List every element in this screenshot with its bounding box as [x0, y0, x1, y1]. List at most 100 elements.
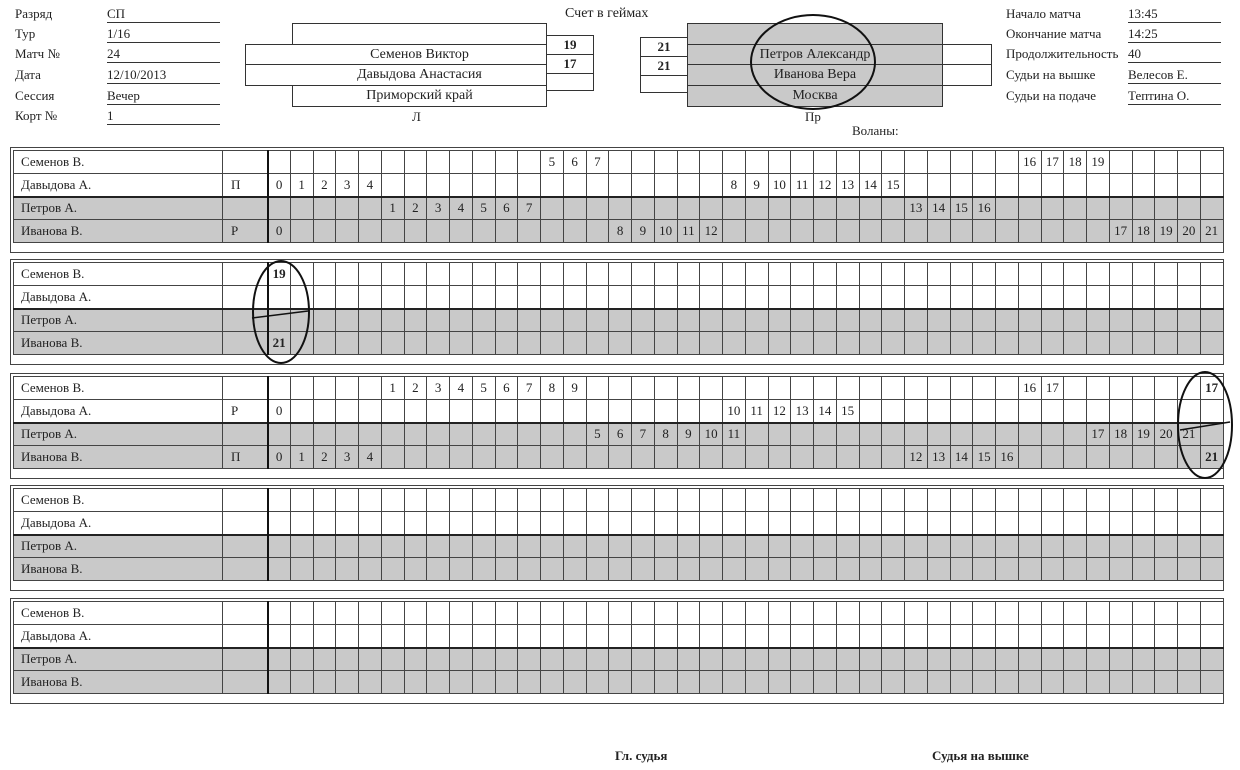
score-cell[interactable] — [1063, 399, 1087, 423]
score-cell[interactable] — [562, 285, 587, 309]
score-cell[interactable]: 2 — [312, 173, 337, 197]
score-cell[interactable] — [585, 624, 610, 648]
score-cell[interactable] — [699, 601, 723, 625]
score-cell[interactable] — [972, 376, 996, 400]
score-cell[interactable] — [653, 376, 678, 400]
score-cell[interactable] — [699, 150, 723, 174]
score-cell[interactable] — [1131, 488, 1156, 512]
score-cell[interactable] — [835, 376, 860, 400]
score-cell[interactable] — [312, 533, 337, 558]
score-cell[interactable] — [1040, 601, 1065, 625]
score-cell[interactable] — [790, 307, 814, 332]
score-cell[interactable] — [744, 219, 769, 243]
score-cell[interactable] — [289, 399, 314, 423]
score-cell[interactable] — [608, 445, 632, 469]
score-cell[interactable] — [380, 285, 405, 309]
score-cell[interactable] — [1131, 262, 1156, 286]
score-cell[interactable] — [881, 399, 905, 423]
score-cell[interactable] — [494, 624, 519, 648]
score-cell[interactable] — [426, 511, 450, 535]
score-cell[interactable] — [631, 331, 655, 355]
score-cell[interactable] — [881, 421, 905, 446]
score-cell[interactable] — [1086, 173, 1110, 197]
score-cell[interactable] — [449, 557, 473, 581]
score-cell[interactable]: 15 — [835, 399, 860, 423]
score-cell[interactable] — [1154, 646, 1178, 671]
score-cell[interactable] — [608, 262, 632, 286]
score-cell[interactable] — [1063, 195, 1087, 220]
score-cell[interactable] — [312, 511, 337, 535]
score-cell[interactable] — [471, 285, 496, 309]
score-cell[interactable] — [1177, 150, 1201, 174]
score-cell[interactable] — [312, 399, 337, 423]
score-cell[interactable] — [289, 670, 314, 694]
score-cell[interactable]: 4 — [449, 376, 473, 400]
score-cell[interactable] — [904, 150, 928, 174]
score-cell[interactable] — [426, 173, 450, 197]
score-cell[interactable]: 16 — [972, 195, 996, 220]
score-cell[interactable] — [676, 624, 701, 648]
score-cell[interactable] — [358, 331, 382, 355]
score-cell[interactable] — [767, 376, 792, 400]
score-cell[interactable] — [1131, 624, 1156, 648]
score-cell[interactable] — [835, 488, 860, 512]
score-cell[interactable] — [995, 399, 1019, 423]
score-cell[interactable]: 0 — [266, 445, 291, 469]
score-cell[interactable]: 4 — [358, 173, 382, 197]
score-cell[interactable] — [631, 646, 655, 671]
score-cell[interactable] — [676, 533, 701, 558]
score-cell[interactable] — [1108, 557, 1133, 581]
score-cell[interactable] — [972, 511, 996, 535]
score-cell[interactable] — [1063, 511, 1087, 535]
score-cell[interactable] — [1108, 511, 1133, 535]
score-cell[interactable] — [471, 262, 496, 286]
score-cell[interactable] — [608, 624, 632, 648]
score-cell[interactable] — [380, 533, 405, 558]
score-cell[interactable] — [1177, 557, 1201, 581]
score-cell[interactable] — [517, 331, 541, 355]
score-cell[interactable] — [995, 262, 1019, 286]
score-cell[interactable] — [517, 488, 541, 512]
score-cell[interactable] — [790, 376, 814, 400]
score-cell[interactable] — [767, 331, 792, 355]
score-cell[interactable] — [858, 195, 883, 220]
score-cell[interactable] — [471, 624, 496, 648]
score-cell[interactable] — [676, 488, 701, 512]
score-cell[interactable] — [517, 421, 541, 446]
score-cell[interactable] — [517, 624, 541, 648]
score-cell[interactable] — [585, 399, 610, 423]
score-cell[interactable] — [767, 285, 792, 309]
score-cell[interactable] — [1040, 624, 1065, 648]
score-cell[interactable] — [358, 195, 382, 220]
score-cell[interactable] — [790, 670, 814, 694]
score-cell[interactable]: 14 — [813, 399, 837, 423]
score-cell[interactable] — [1199, 511, 1224, 535]
score-cell[interactable]: 7 — [517, 195, 541, 220]
score-cell[interactable] — [744, 421, 769, 446]
score-cell[interactable] — [562, 331, 587, 355]
score-cell[interactable] — [722, 511, 746, 535]
score-cell[interactable] — [1040, 195, 1065, 220]
score-cell[interactable] — [266, 557, 291, 581]
score-cell[interactable] — [562, 399, 587, 423]
score-cell[interactable] — [1199, 331, 1224, 355]
score-cell[interactable] — [631, 262, 655, 286]
score-cell[interactable] — [266, 670, 291, 694]
score-cell[interactable]: 17 — [1040, 150, 1065, 174]
score-cell[interactable] — [335, 331, 359, 355]
score-cell[interactable] — [562, 173, 587, 197]
score-cell[interactable] — [380, 511, 405, 535]
score-cell[interactable] — [608, 488, 632, 512]
score-cell[interactable] — [813, 624, 837, 648]
score-cell[interactable] — [904, 624, 928, 648]
score-cell[interactable] — [790, 445, 814, 469]
score-cell[interactable] — [1063, 219, 1087, 243]
score-cell[interactable] — [289, 307, 314, 332]
score-cell[interactable] — [1199, 262, 1224, 286]
score-cell[interactable] — [790, 624, 814, 648]
score-cell[interactable]: 12 — [813, 173, 837, 197]
score-cell[interactable] — [1177, 601, 1201, 625]
score-cell[interactable] — [335, 624, 359, 648]
score-cell[interactable] — [858, 376, 883, 400]
score-cell[interactable]: 10 — [722, 399, 746, 423]
